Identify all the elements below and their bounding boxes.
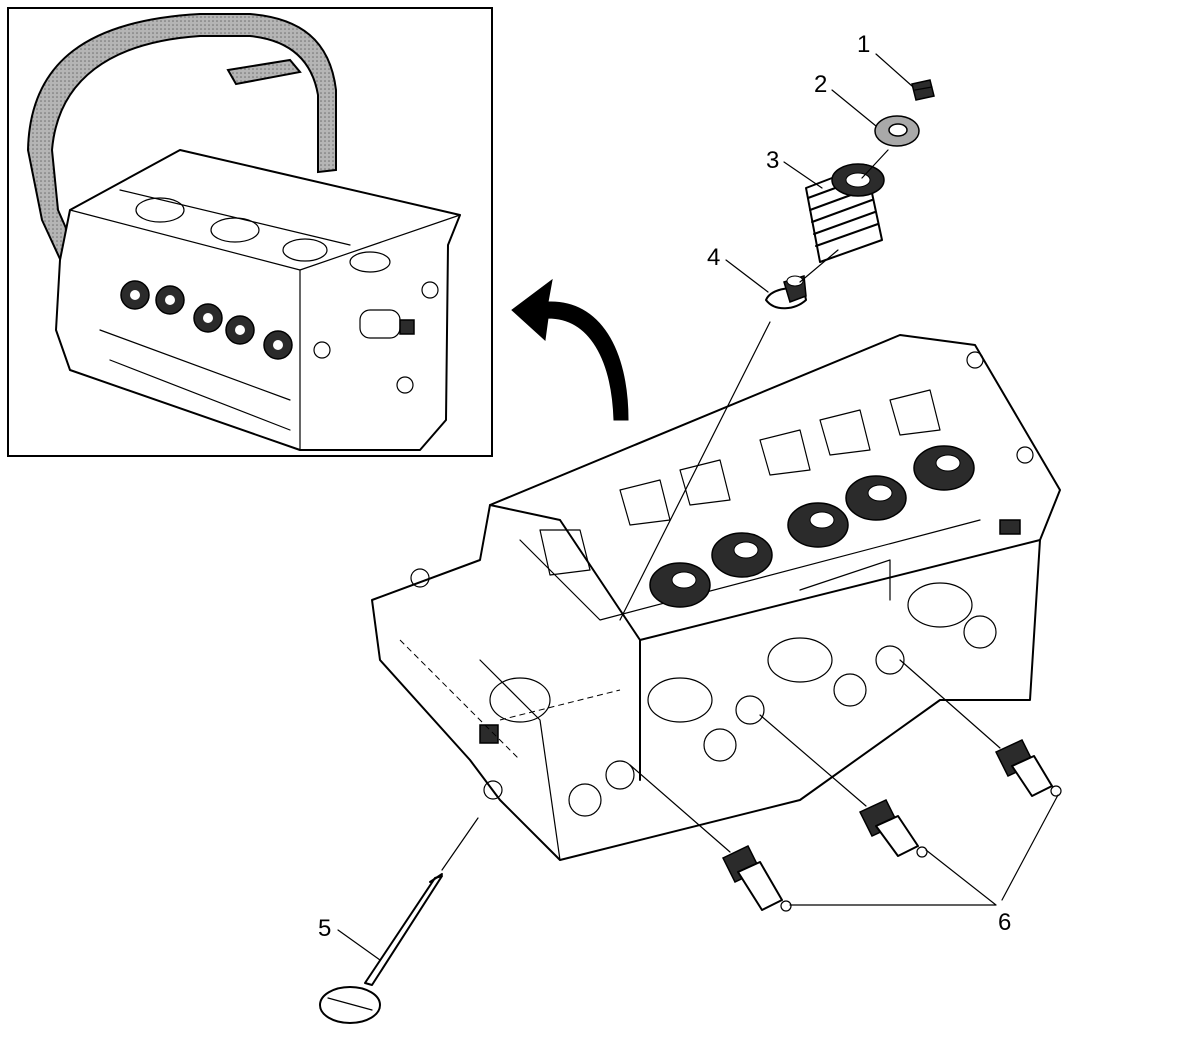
- part-6-spark-plugs: [629, 659, 1062, 912]
- spark-plug: [994, 739, 1062, 797]
- rotation-arrow-icon: [511, 278, 629, 421]
- part-3-valve-spring: [805, 163, 885, 263]
- callout-5: 5: [318, 915, 331, 942]
- valve-axis-line: [441, 149, 889, 871]
- callout-4: 4: [707, 244, 720, 271]
- part-4-valve-stem-seal: [765, 275, 807, 310]
- callout-3: 3: [766, 147, 779, 174]
- side-ports: [489, 582, 973, 723]
- rocker-pedestals: [539, 389, 941, 576]
- inset-detail: [7, 7, 493, 457]
- inset-head-body: [55, 149, 461, 451]
- leader-lines: [337, 53, 1059, 961]
- part-5-valve: [319, 873, 443, 1024]
- callout-2: 2: [814, 71, 827, 98]
- spark-plug: [858, 799, 928, 858]
- compressor-arm: [226, 58, 302, 86]
- installed-valve-springs: [649, 445, 975, 608]
- inset-valve-springs: [120, 280, 293, 360]
- cylinder-head: [371, 334, 1061, 861]
- valve-spring-compressor-tool: [26, 13, 337, 298]
- part-2-spring-retainer: [874, 115, 920, 147]
- callout-6: 6: [998, 909, 1011, 936]
- part-1-valve-keeper: [911, 79, 935, 101]
- spark-plug: [721, 845, 792, 912]
- callout-1: 1: [857, 31, 870, 58]
- head-outline: [371, 334, 1061, 861]
